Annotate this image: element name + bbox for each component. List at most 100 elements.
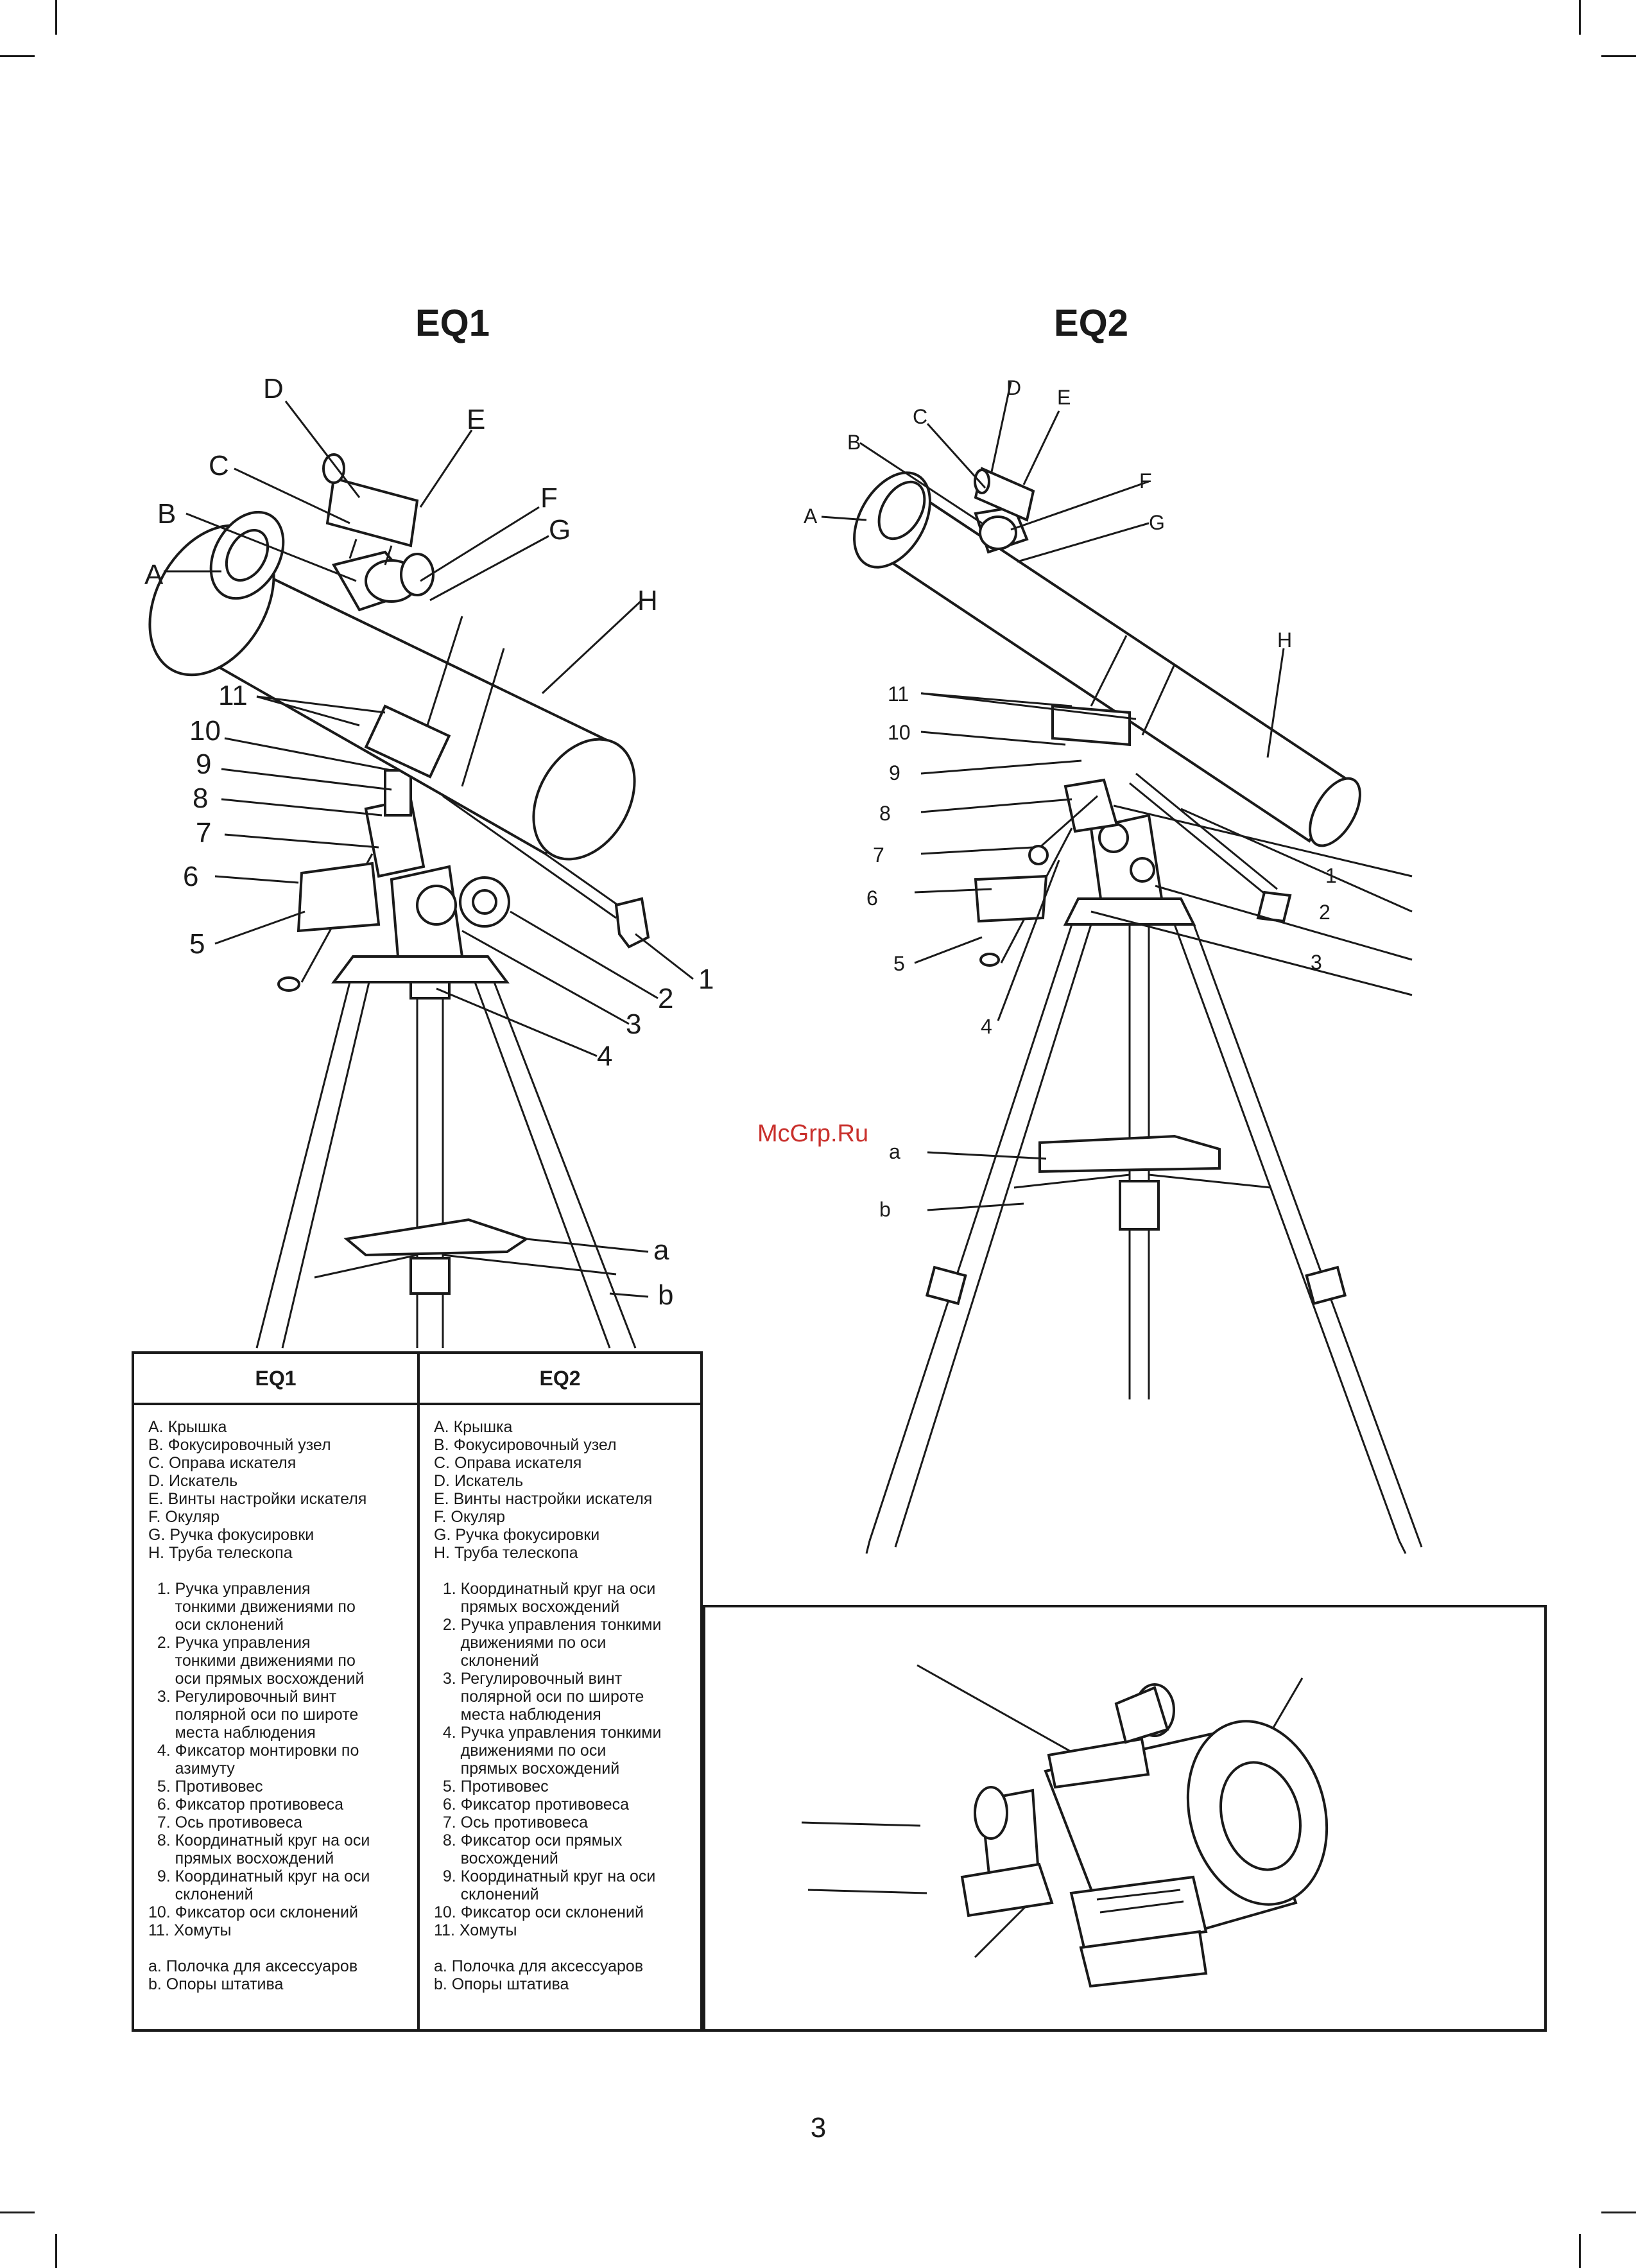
legend-item: 9. Координатный круг на оси	[434, 1867, 656, 1885]
legend-item: полярной оси по широте	[148, 1706, 359, 1724]
crop-mark	[1579, 2234, 1581, 2268]
legend-item: 7. Ось противовеса	[434, 1814, 589, 1831]
eq1-label-8: 8	[193, 783, 208, 814]
legend-numbers-eq2: 1. Координатный круг на оси прямых восхо…	[434, 1580, 690, 1939]
legend-item: 8. Фиксатор оси прямых	[434, 1831, 623, 1849]
legend-item: 6. Фиксатор противовеса	[434, 1796, 630, 1814]
legend-item: C. Оправа искателя	[434, 1454, 582, 1472]
eq1-label-a: a	[653, 1234, 669, 1266]
legend-header-eq2: EQ2	[420, 1354, 700, 1405]
legend-item: F. Окуляр	[148, 1508, 220, 1526]
legend-item: 1. Координатный круг на оси	[434, 1580, 656, 1598]
eq2-label-H: H	[1277, 628, 1292, 652]
legend-item: C. Оправа искателя	[148, 1454, 297, 1472]
legend-item: G. Ручка фокусировки	[148, 1526, 314, 1544]
legend-item: 10. Фиксатор оси склонений	[148, 1903, 358, 1921]
eq2-label-6: 6	[866, 887, 878, 910]
eq1-label-G: G	[549, 514, 571, 546]
legend-item: движениями по оси	[434, 1634, 607, 1652]
legend-item: 10. Фиксатор оси склонений	[434, 1903, 644, 1921]
eq1-leader-lines	[164, 401, 694, 1298]
legend-item: прямых восхождений	[434, 1760, 620, 1778]
eq2-label-C: C	[913, 405, 927, 428]
legend-item: 3. Регулировочный винт	[434, 1670, 623, 1688]
eq1-label-9: 9	[196, 749, 211, 780]
legend-item: восхождений	[434, 1849, 558, 1867]
eq1-label-D: D	[263, 373, 284, 404]
legend-item: b. Опоры штатива	[434, 1975, 569, 1993]
legend-item: тонкими движениями по	[148, 1652, 356, 1670]
legend-item: склонений	[148, 1885, 254, 1903]
eq1-mount	[277, 769, 650, 992]
eq2-label-b: b	[879, 1198, 891, 1221]
eq1-label-H: H	[637, 585, 658, 616]
legend-item: 4. Ручка управления тонкими	[434, 1724, 662, 1742]
eq2-label-D: D	[1006, 376, 1021, 399]
legend-item: 2. Ручка управления	[148, 1634, 311, 1652]
focuser-detail-box	[703, 1605, 1547, 2032]
eq1-label-F: F	[540, 482, 558, 514]
eq1-label-1: 1	[698, 964, 714, 995]
legend-item: 7. Ось противовеса	[148, 1814, 303, 1831]
eq2-label-4: 4	[981, 1015, 992, 1038]
crop-mark	[1579, 0, 1581, 35]
legend-item: 4. Фиксатор монтировки по	[148, 1742, 359, 1760]
eq1-heading: EQ1	[415, 302, 490, 344]
eq2-label-F: F	[1139, 469, 1152, 492]
eq1-label-6: 6	[183, 861, 198, 892]
crop-mark	[1601, 2212, 1636, 2213]
legend-item: A. Крышка	[434, 1418, 513, 1436]
legend-item: 5. Противовес	[148, 1778, 263, 1796]
legend-item: движениями по оси	[434, 1742, 607, 1760]
legend-item: E. Винты настройки искателя	[434, 1490, 653, 1508]
eq1-label-11: 11	[218, 680, 248, 711]
eq2-mount	[974, 772, 1292, 967]
eq2-label-2: 2	[1319, 901, 1330, 924]
crop-mark	[1601, 55, 1636, 57]
watermark: McGrp.Ru	[757, 1120, 869, 1147]
eq1-label-A: A	[144, 559, 164, 591]
legend-item: склонений	[434, 1885, 539, 1903]
eq2-label-1: 1	[1325, 864, 1337, 887]
legend-item: H. Труба телескопа	[148, 1544, 293, 1562]
crop-mark	[0, 55, 35, 57]
eq2-label-8: 8	[879, 802, 891, 825]
eq2-label-5: 5	[893, 952, 905, 975]
legend-item: азимуту	[148, 1760, 235, 1778]
legend-item: полярной оси по широте	[434, 1688, 644, 1706]
legend-item: 1. Ручка управления	[148, 1580, 311, 1598]
legend-item: 3. Регулировочный винт	[148, 1688, 337, 1706]
eq2-label-A: A	[804, 505, 818, 528]
legend-item: 6. Фиксатор противовеса	[148, 1796, 344, 1814]
eq2-label-E: E	[1057, 386, 1071, 409]
eq1-label-3: 3	[626, 1008, 641, 1040]
eq1-label-b: b	[658, 1279, 673, 1311]
legend-numbers-eq1: 1. Ручка управления тонкими движениями п…	[148, 1580, 407, 1939]
legend-item: тонкими движениями по	[148, 1598, 356, 1616]
legend-item: a. Полочка для аксессуаров	[434, 1957, 644, 1975]
legend-item: G. Ручка фокусировки	[434, 1526, 600, 1544]
eq1-label-E: E	[467, 404, 485, 435]
legend-item: 2. Ручка управления тонкими	[434, 1616, 662, 1634]
legend-item: D. Искатель	[148, 1472, 238, 1490]
eq2-tripod	[865, 897, 1423, 1554]
legend-item: 11. Хомуты	[434, 1921, 517, 1939]
eq2-leader-lines	[821, 381, 1413, 1211]
page-number: 3	[810, 2112, 827, 2143]
legend-item: b. Опоры штатива	[148, 1975, 284, 1993]
eq1-tripod	[255, 955, 637, 1349]
eq1-label-4: 4	[597, 1041, 612, 1072]
eq1-telescope-diagram: A B C D E F G H 11 10 9 8 7 6 5 1 2 3 4 …	[144, 373, 714, 1349]
legend-item: оси прямых восхождений	[148, 1670, 365, 1688]
legend-item: места наблюдения	[148, 1724, 316, 1742]
legend-item: прямых восхождений	[148, 1849, 334, 1867]
legend-header-eq1: EQ1	[134, 1354, 417, 1405]
eq1-label-C: C	[209, 450, 229, 481]
eq2-label-3: 3	[1311, 951, 1322, 974]
